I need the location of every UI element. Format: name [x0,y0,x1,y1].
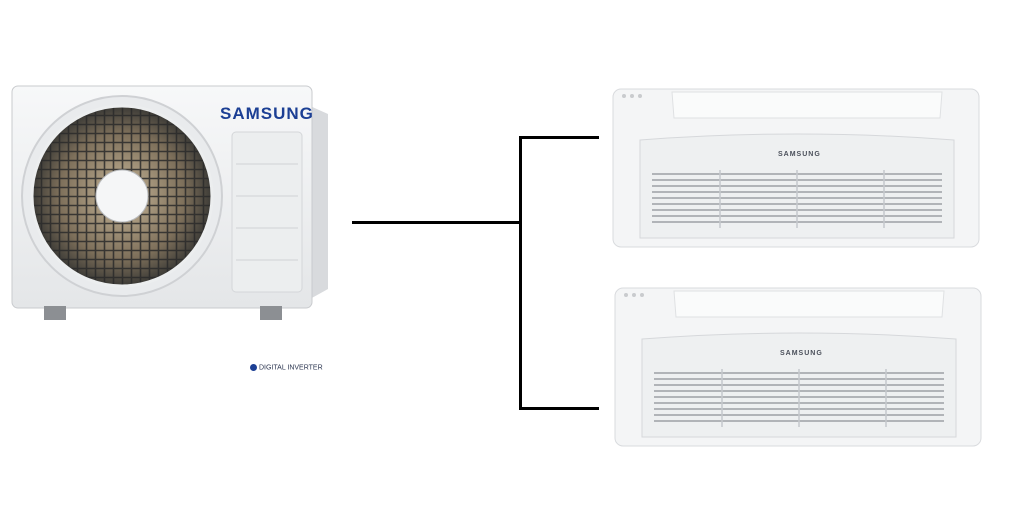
indoor-brand-logo: SAMSUNG [780,350,823,357]
pipe-branch-bottom [519,407,599,410]
indoor-unit-bottom: SAMSUNG [614,287,984,449]
inverter-label-text: DIGITAL INVERTER [259,364,323,372]
indoor-unit-top: SAMSUNG [612,88,982,250]
outdoor-unit-body [11,85,328,320]
indoor-unit-body [612,88,980,248]
inverter-badge: DIGITAL INVERTER [250,364,323,371]
indoor-unit-body [614,287,982,447]
pipe-vertical [519,136,522,410]
pipe-main [352,221,522,224]
inverter-logo-icon [250,364,257,371]
outdoor-brand-logo: SAMSUNG [220,104,314,123]
pipe-branch-top [519,136,599,139]
outdoor-unit: SAMSUNG DIGITAL INVERTER [10,84,340,371]
indoor-brand-logo: SAMSUNG [778,151,821,158]
